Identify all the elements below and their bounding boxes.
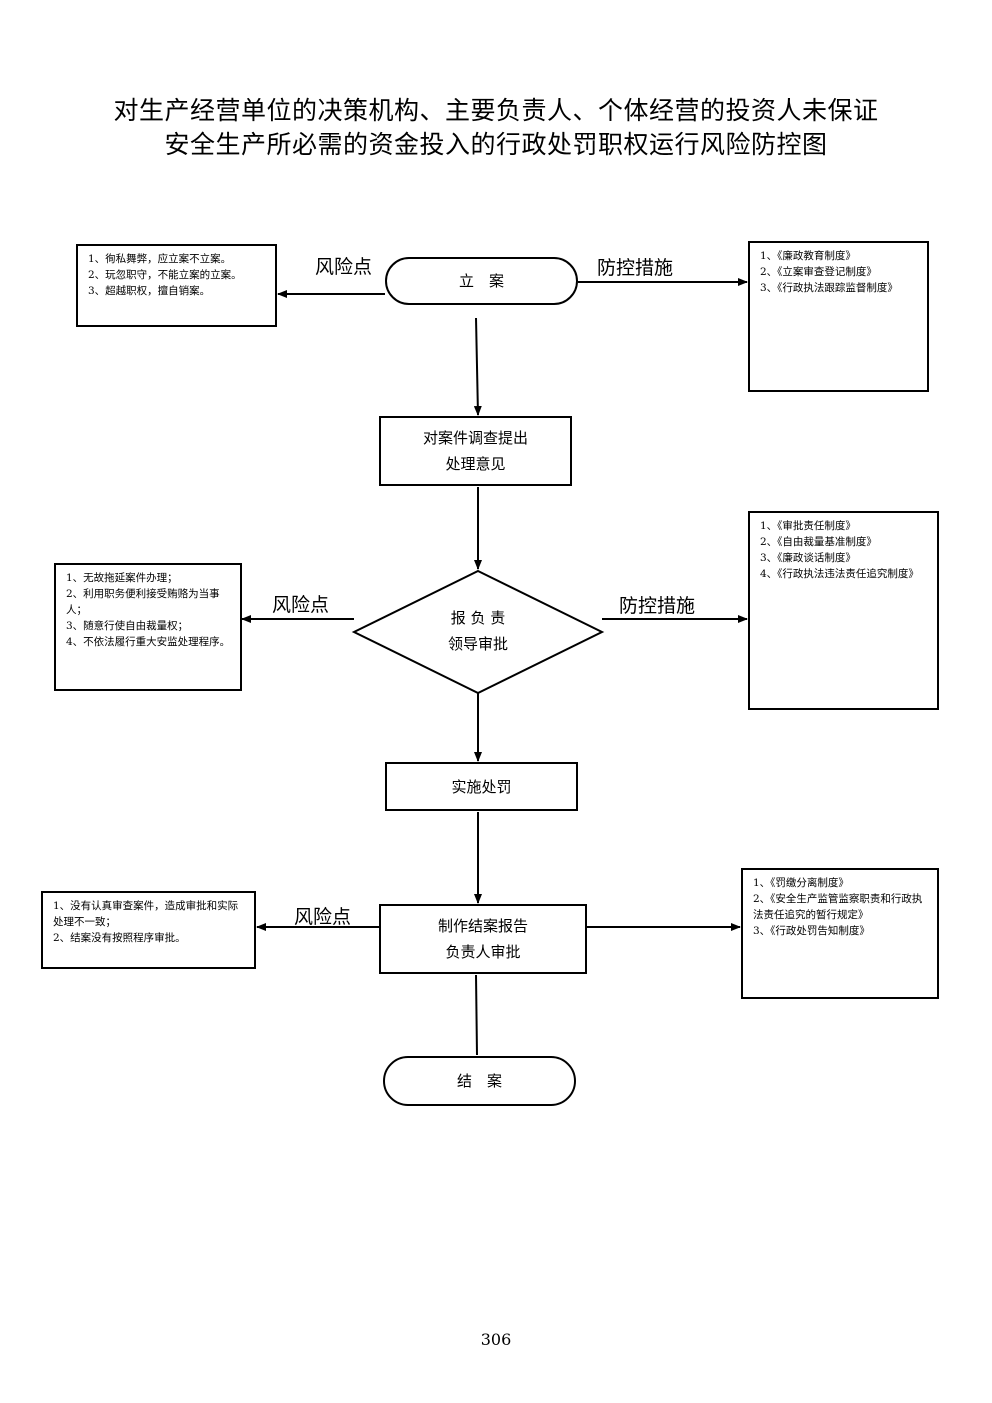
risk-1-item: 3、超越职权，擅自销案。 xyxy=(88,285,211,297)
report-line-1: 制作结案报告 xyxy=(437,917,528,935)
approve-diamond xyxy=(351,569,605,695)
approve-node-text: 报 负 责 领导审批 xyxy=(418,605,538,657)
risk-3-item: 2、结案没有按照程序审批。 xyxy=(53,932,186,944)
risk-label-1: 风险点 xyxy=(315,256,373,278)
risk-label-2: 风险点 xyxy=(272,594,330,616)
control-1-item: 3、《行政执法跟踪监督制度》 xyxy=(760,282,898,294)
control-box-2: 1、《审批责任制度》 2、《自由裁量基准制度》 3、《廉政谈话制度》 4、《行政… xyxy=(748,511,939,710)
execute-label: 实施处罚 xyxy=(451,777,512,796)
execute-node: 实施处罚 xyxy=(385,762,578,811)
end-node: 结 案 xyxy=(383,1056,576,1106)
investigate-node: 对案件调查提出 处理意见 xyxy=(379,416,572,486)
risk-1-item: 2、玩忽职守，不能立案的立案。 xyxy=(88,269,242,281)
start-node-label: 立 案 xyxy=(458,272,504,290)
report-node: 制作结案报告 负责人审批 xyxy=(379,904,587,974)
approve-line-1: 报 负 责 xyxy=(450,609,506,627)
control-2-item: 2、《自由裁量基准制度》 xyxy=(760,536,877,548)
investigate-line-2: 处理意见 xyxy=(445,455,506,473)
control-2-item: 3、《廉政谈话制度》 xyxy=(760,552,856,564)
risk-label-3: 风险点 xyxy=(294,906,352,928)
control-3-item: 1、《罚缴分离制度》 xyxy=(753,877,849,889)
control-box-1: 1、《廉政教育制度》 2、《立案审查登记制度》 3、《行政执法跟踪监督制度》 xyxy=(748,241,929,392)
control-label-2: 防控措施 xyxy=(619,595,696,617)
control-label-1: 防控措施 xyxy=(597,257,674,279)
risk-2-item: 4、不依法履行重大安监处理程序。 xyxy=(66,636,231,648)
end-node-label: 结 案 xyxy=(456,1072,502,1090)
risk-1-item: 1、徇私舞弊，应立案不立案。 xyxy=(88,253,232,265)
approve-line-2: 领导审批 xyxy=(447,635,508,653)
page-number: 306 xyxy=(480,1330,512,1349)
risk-2-item: 1、无故拖延案件办理； xyxy=(66,572,178,584)
line-report-to-end xyxy=(475,974,478,1056)
risk-2-item: 3、随意行使自由裁量权； xyxy=(66,620,189,632)
control-box-3: 1、《罚缴分离制度》 2、《安全生产监管监察职责和行政执法责任追究的暂行规定》 … xyxy=(741,868,939,999)
risk-box-1: 1、徇私舞弊，应立案不立案。 2、玩忽职守，不能立案的立案。 3、超越职权，擅自… xyxy=(76,244,277,327)
title-line-1: 对生产经营单位的决策机构、主要负责人、个体经营的投资人未保证 xyxy=(113,96,879,125)
title-line-2: 安全生产所必需的资金投入的行政处罚职权运行风险防控图 xyxy=(164,130,828,159)
investigate-line-1: 对案件调查提出 xyxy=(422,429,528,447)
risk-box-3: 1、没有认真审查案件，造成审批和实际处理不一致； 2、结案没有按照程序审批。 xyxy=(41,891,256,969)
arrow-start-to-investigate xyxy=(473,317,482,416)
control-2-item: 1、《审批责任制度》 xyxy=(760,520,856,532)
control-1-item: 1、《廉政教育制度》 xyxy=(760,250,856,262)
risk-3-item: 1、没有认真审查案件，造成审批和实际处理不一致； xyxy=(53,900,239,928)
control-1-item: 2、《立案审查登记制度》 xyxy=(760,266,877,278)
report-line-2: 负责人审批 xyxy=(445,943,521,961)
risk-2-item: 2、利用职务便利接受贿赂为当事人； xyxy=(66,588,220,616)
risk-box-2: 1、无故拖延案件办理； 2、利用职务便利接受贿赂为当事人； 3、随意行使自由裁量… xyxy=(54,563,242,691)
control-3-item: 2、《安全生产监管监察职责和行政执法责任追究的暂行规定》 xyxy=(753,893,923,921)
control-3-item: 3、《行政处罚告知制度》 xyxy=(753,925,870,937)
control-2-item: 4、《行政执法违法责任追究制度》 xyxy=(760,568,919,580)
start-node: 立 案 xyxy=(385,257,578,305)
